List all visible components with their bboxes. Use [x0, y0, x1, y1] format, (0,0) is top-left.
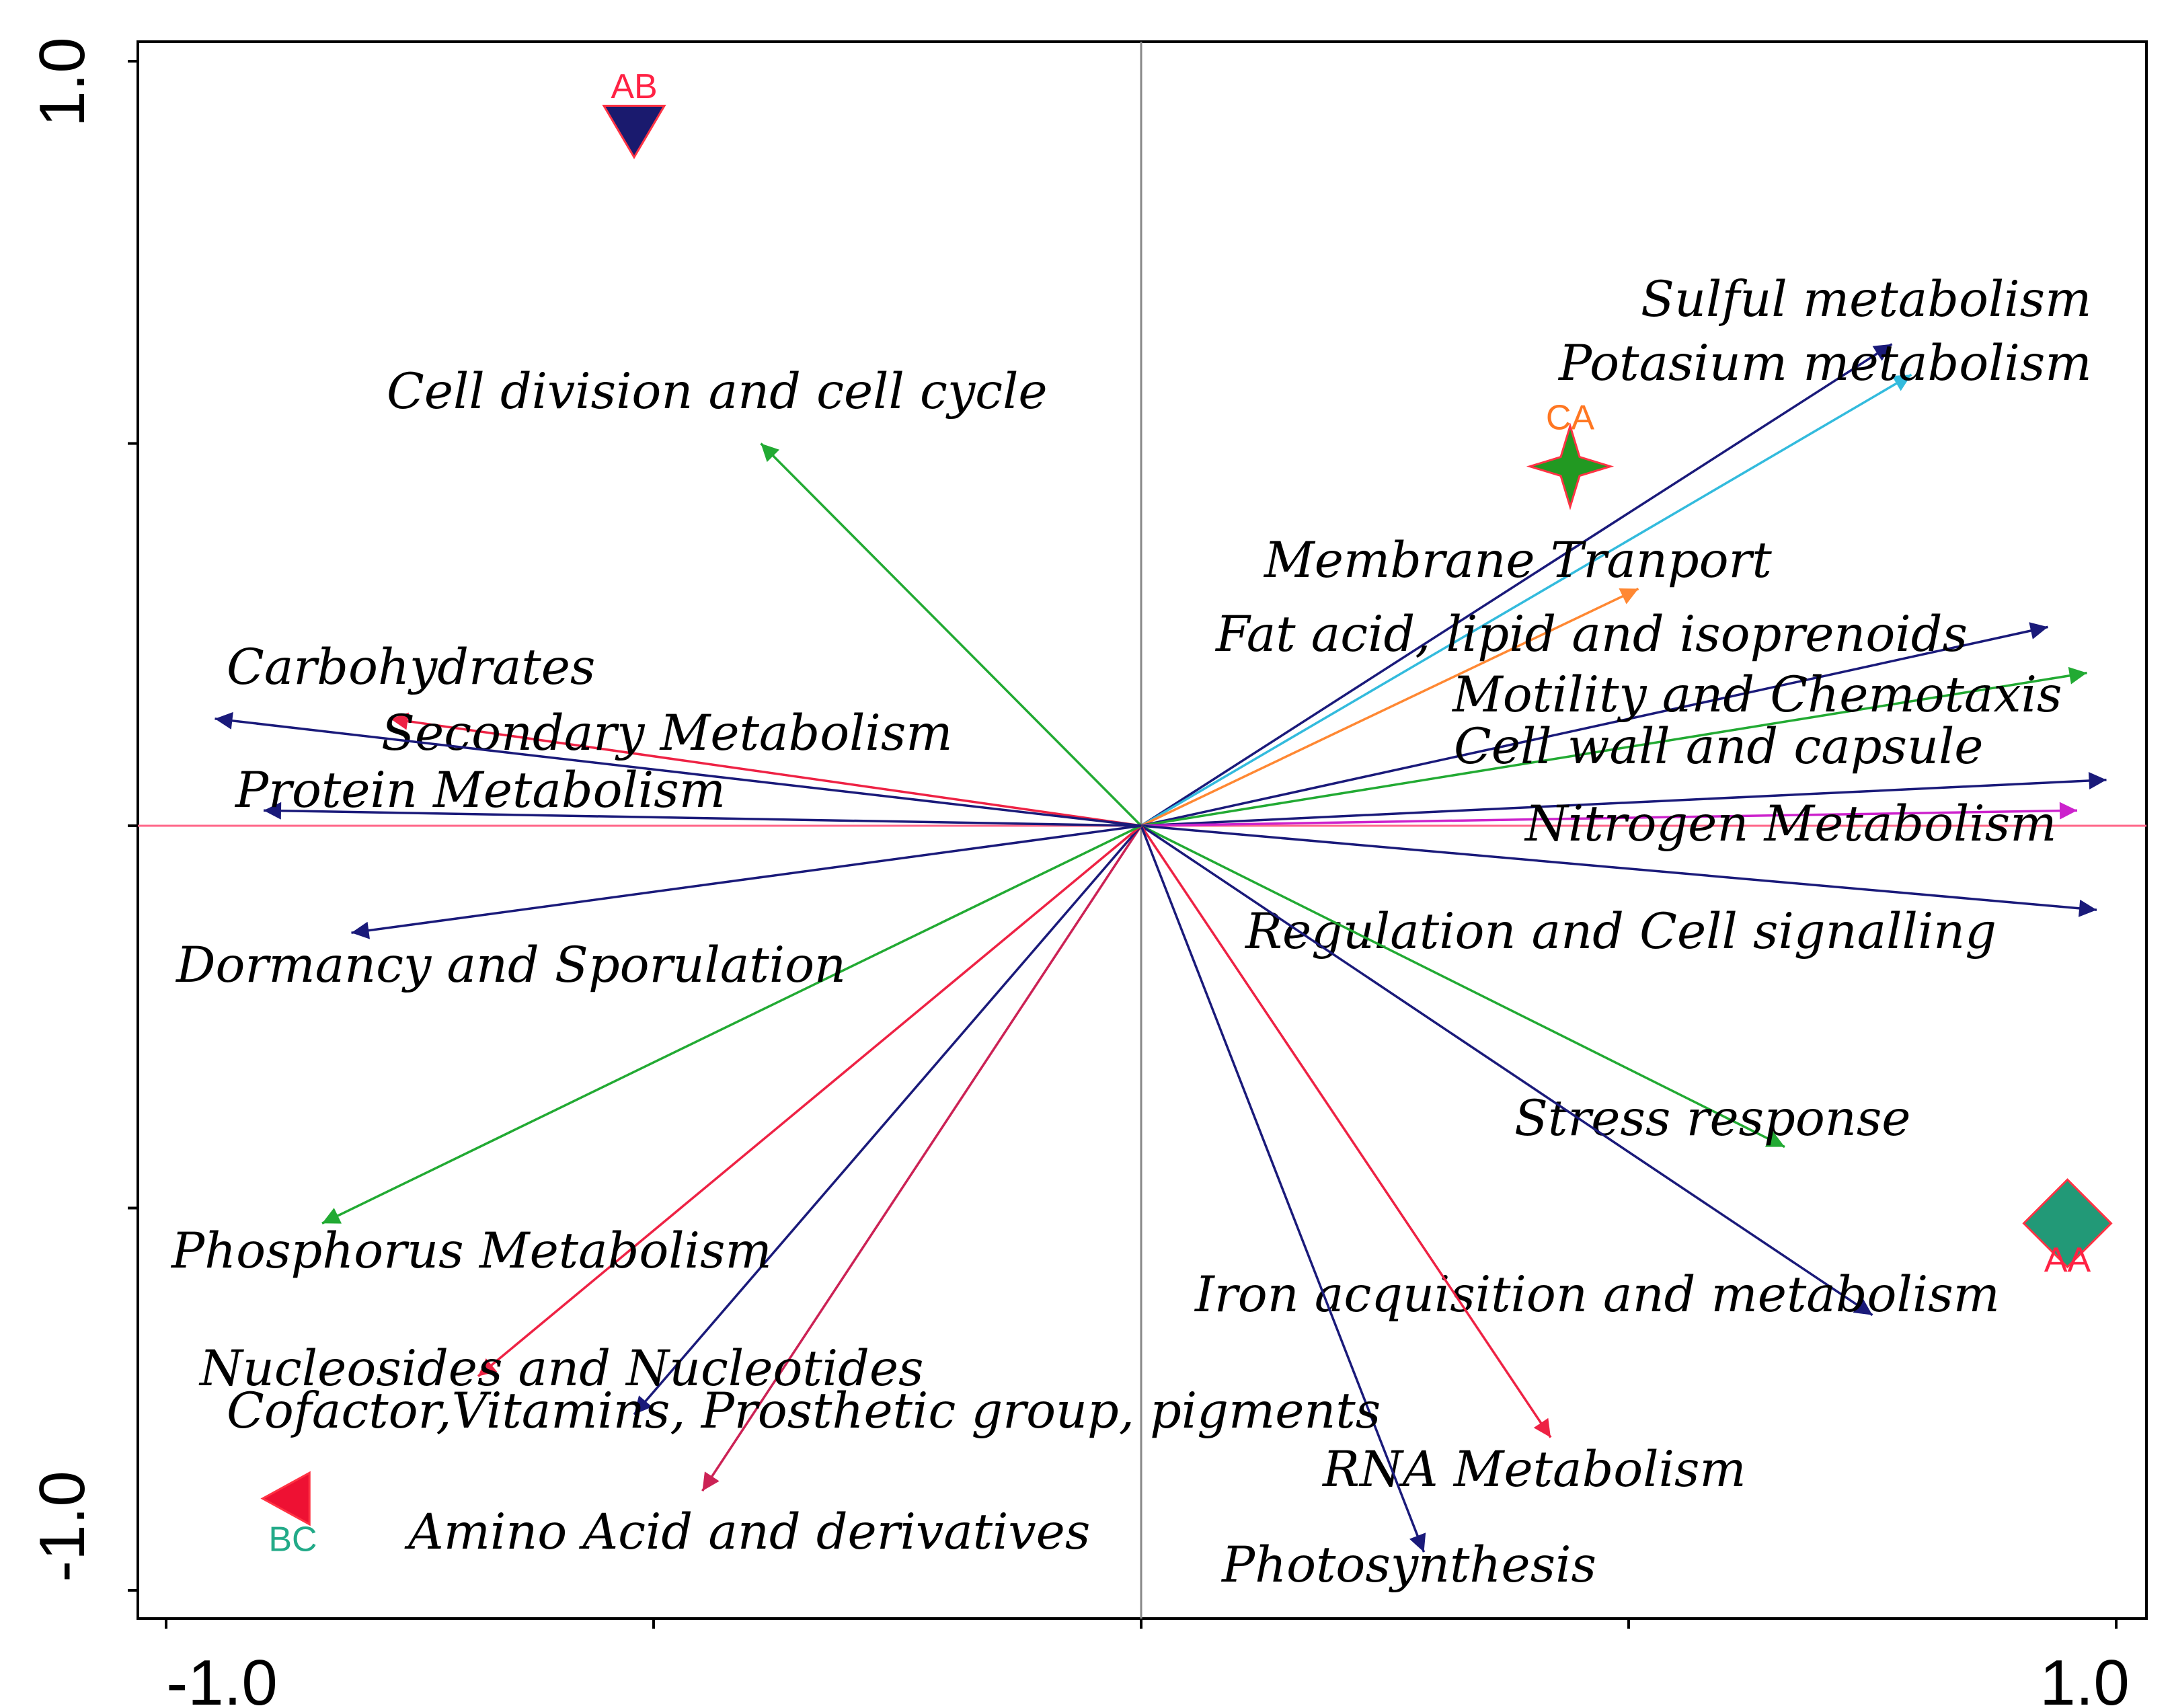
sample-layer: AB CA AA BC [260, 67, 2113, 1559]
vector-rna-metabolism [1140, 825, 1552, 1438]
vector-sulful-metabolism [1140, 343, 1893, 827]
vector-label-cofactor-vitamins-prosthetic-group-pigments: Cofactor,Vitamins, Prosthetic group, pig… [227, 1383, 1381, 1440]
vector-label-regulation-and-cell-signalling: Regulation and Cell signalling [1244, 903, 1996, 960]
vector-label-nitrogen-metabolism: Nitrogen Metabolism [1524, 795, 2056, 853]
vector-iron-acquisition-and-metabolism [1140, 824, 1873, 1317]
vector-label-dormancy-and-sporulation: Dormancy and Sporulation [175, 937, 846, 994]
vector-label-cell-division-and-cell-cycle: Cell division and cell cycle [387, 363, 1048, 420]
vector-phosphorus-metabolism [321, 824, 1142, 1225]
vector-label-photosynthesis: Photosynthesis [1220, 1537, 1596, 1594]
sample-label-bc: BC [268, 1520, 317, 1559]
sample-marker-ab [602, 104, 666, 159]
vector-photosynthesis [1140, 825, 1426, 1553]
vector-stress-response [1140, 824, 1785, 1149]
vector-label-secondary-metabolism: Secondary Metabolism [381, 705, 953, 762]
vector-amino-acid-and-derivatives [701, 825, 1142, 1492]
sample-label-aa: AA [2044, 1241, 2091, 1280]
vector-label-cell-wall-and-capsule: Cell wall and capsule [1454, 718, 1984, 775]
vector-dormancy-and-sporulation [351, 824, 1142, 939]
sample-label-ab: AB [611, 67, 657, 106]
vector-nucleosides-and-nucleotides [477, 824, 1142, 1377]
vector-label-iron-acquisition-and-metabolism: Iron acquisition and metabolism [1194, 1266, 2000, 1323]
vector-potasium-metabolism [1140, 373, 1912, 827]
axis-ticks [128, 60, 2118, 1629]
vector-label-membrane-tranport: Membrane Tranport [1263, 532, 1772, 589]
vector-label-nucleosides-and-nucleotides: Nucleosides and Nucleotides [198, 1340, 924, 1397]
vector-cell-division-and-cell-cycle [760, 442, 1142, 827]
vector-protein-metabolism [263, 802, 1142, 827]
sample-marker-aa [2022, 1178, 2113, 1269]
vector-label-carbohydrates: Carbohydrates [227, 639, 595, 696]
vector-label-stress-response: Stress response [1514, 1090, 1911, 1147]
y-tick-label-min: -1.0 [26, 1471, 98, 1582]
sample-label-ca: CA [1546, 399, 1595, 438]
vector-cofactor-vitamins-prosthetic-group-pigments [633, 824, 1142, 1415]
vector-label-protein-metabolism: Protein Metabolism [234, 762, 726, 819]
vector-fat-acid-lipid-and-isoprenoids [1140, 622, 2048, 827]
x-tick-label-min: -1.0 [166, 1647, 277, 1708]
vector-label-amino-acid-and-derivatives: Amino Acid and derivatives [404, 1504, 1090, 1561]
vector-motility-and-chemotaxis [1140, 666, 2087, 827]
vector-label-sulful-metabolism: Sulful metabolism [1641, 271, 2091, 328]
sample-marker-bc [260, 1471, 311, 1526]
vector-carbohydrates [215, 711, 1142, 827]
vector-cell-wall-and-capsule [1140, 772, 2107, 827]
y-tick-label-max: 1.0 [26, 37, 98, 126]
vector-label-potasium-metabolism: Potasium metabolism [1557, 335, 2092, 392]
vector-label-motility-and-chemotaxis: Motility and Chemotaxis [1451, 666, 2062, 724]
vector-label-phosphorus-metabolism: Phosphorus Metabolism [170, 1222, 772, 1280]
sample-marker-ca [1526, 422, 1615, 510]
vector-regulation-and-cell-signalling [1140, 824, 2097, 917]
vector-secondary-metabolism [390, 712, 1142, 827]
vector-label-fat-acid-lipid-and-isoprenoids: Fat acid, lipid and isoprenoids [1214, 606, 1968, 663]
x-tick-label-max: 1.0 [2040, 1647, 2129, 1708]
vector-membrane-tranport [1140, 587, 1639, 827]
vector-nitrogen-metabolism [1140, 802, 2078, 827]
